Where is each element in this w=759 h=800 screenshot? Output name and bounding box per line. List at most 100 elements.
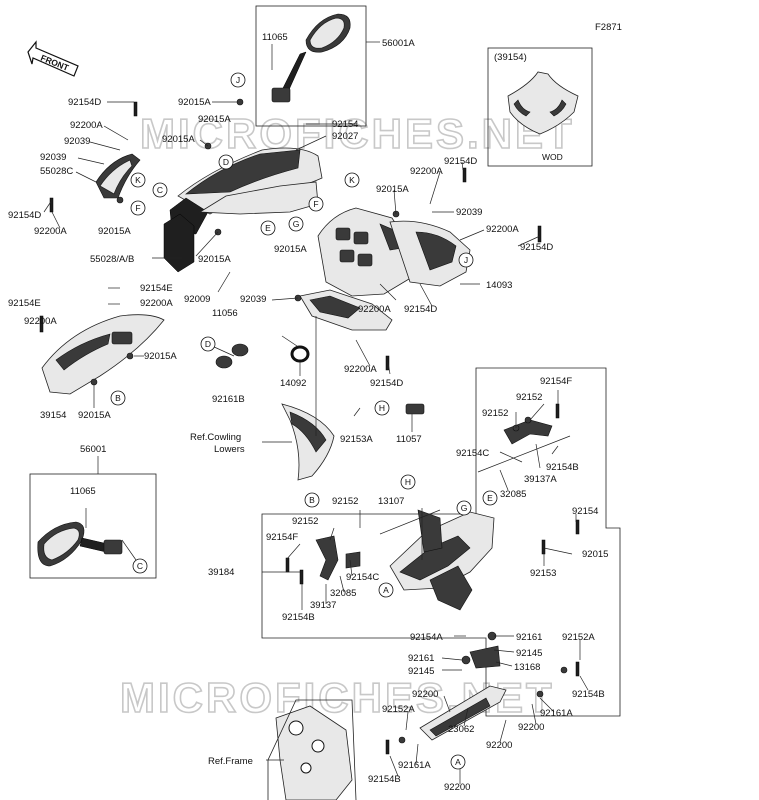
part-label: 39137 — [310, 600, 336, 611]
ref-frame-label: Ref.Frame — [208, 756, 253, 767]
part-label: 92154D — [68, 97, 101, 108]
part-label: 13107 — [378, 496, 404, 507]
part-label: 92153 — [530, 568, 556, 579]
upper-cowling-part — [169, 147, 323, 235]
part-label: 32085 — [500, 489, 526, 500]
watermark-top: MICROFICHES.NET — [140, 110, 575, 157]
part-label: 92154C — [456, 448, 489, 459]
part-label: 39184 — [208, 567, 234, 578]
part-label: 92161B — [212, 394, 245, 405]
part-label: 92039 — [40, 152, 66, 163]
part-label: 92154D — [444, 156, 477, 167]
windshield-caption: WOD — [542, 152, 563, 162]
mirror-left-part — [37, 521, 123, 567]
part-label: 92152A — [382, 704, 415, 715]
svg-text:G: G — [293, 219, 300, 229]
part-label: 92145 — [408, 666, 434, 677]
svg-text:E: E — [487, 493, 493, 503]
part-label: 92154B — [282, 612, 315, 623]
ref-letter-f2: F — [308, 196, 324, 212]
part-label: 92200A — [410, 166, 443, 177]
part-label: 92154C — [346, 572, 379, 583]
part-label: 55028/A/B — [90, 254, 134, 265]
grommet-part — [215, 343, 249, 369]
part-label: 92015A — [274, 244, 307, 255]
svg-text:B: B — [309, 495, 315, 505]
part-label: 92200A — [70, 120, 103, 131]
svg-text:K: K — [349, 175, 355, 185]
svg-text:H: H — [405, 477, 411, 487]
frame-part — [267, 699, 357, 800]
ref-letter-b1: B — [110, 390, 126, 406]
part-label: 92161A — [540, 708, 573, 719]
part-label: 92154B — [572, 689, 605, 700]
part-label: 56001A — [382, 38, 415, 49]
ref-letter-a1: A — [378, 582, 394, 598]
left-duct-part — [163, 213, 195, 273]
front-arrow-icon: FRONT — [27, 40, 79, 77]
left-side-cover-part — [95, 153, 141, 199]
ref-letter-k2: K — [344, 172, 360, 188]
ref-letter-h1: H — [374, 400, 390, 416]
part-label: 92154E — [8, 298, 41, 309]
part-label: 92015A — [376, 184, 409, 195]
svg-text:A: A — [383, 585, 389, 595]
part-label: 11057 — [396, 434, 422, 445]
ref-letter-g1: G — [288, 216, 304, 232]
svg-text:C: C — [157, 185, 163, 195]
part-label: 92039 — [64, 136, 90, 147]
diagram-code: F2871 — [595, 22, 622, 33]
part-label: 92200A — [344, 364, 377, 375]
part-label: 55028C — [40, 166, 73, 177]
part-label: 92154 — [332, 119, 358, 130]
svg-text:A: A — [455, 757, 461, 767]
mirror-top-part — [271, 13, 351, 103]
part-label: 92152 — [292, 516, 318, 527]
part-label: 14093 — [486, 280, 512, 291]
svg-text:K: K — [135, 175, 141, 185]
part-label: 92154E — [140, 283, 173, 294]
svg-text:H: H — [379, 403, 385, 413]
part-label: 92154A — [410, 632, 443, 643]
ref-letter-k1: K — [130, 172, 146, 188]
part-label: 92015A — [198, 254, 231, 265]
lower-center-part — [299, 289, 393, 331]
mirror-box-left — [29, 473, 157, 579]
part-label: 92154F — [266, 532, 298, 543]
svg-text:B: B — [115, 393, 121, 403]
leader-lines — [41, 101, 589, 784]
svg-text:E: E — [265, 223, 271, 233]
part-labels: 11065 56001A 92154D 92200A 92039 92039 5… — [8, 32, 608, 793]
part-label: 92015A — [144, 351, 177, 362]
part-label: 39137A — [524, 474, 557, 485]
part-label: 92039 — [456, 207, 482, 218]
part-label: 92154B — [368, 774, 401, 785]
part-label: 92154 — [572, 506, 598, 517]
svg-text:F: F — [313, 199, 318, 209]
ref-letter-j2: J — [458, 252, 474, 268]
part-label: 92152 — [482, 408, 508, 419]
part-label: 92200 — [412, 689, 438, 700]
clip-part — [405, 403, 425, 415]
part-label: 92039 — [240, 294, 266, 305]
part-label: 92161 — [408, 653, 434, 664]
part-label: 92009 — [184, 294, 210, 305]
part-label: 23062 — [448, 724, 474, 735]
ref-letter-g2: G — [456, 500, 472, 516]
part-label: 92200A — [34, 226, 67, 237]
part-label: 39154 — [40, 410, 66, 421]
ref-letter-c2: C — [132, 558, 148, 574]
part-label: 92015A — [162, 134, 195, 145]
part-label: 92161A — [398, 760, 431, 771]
part-label: 92200 — [518, 722, 544, 733]
ref-letter-c1: C — [152, 182, 168, 198]
part-label: 92015A — [198, 114, 231, 125]
part-label: 92145 — [516, 648, 542, 659]
part-label: 92027 — [332, 131, 358, 142]
ref-letter-d2: D — [200, 336, 216, 352]
part-label: 92015 — [582, 549, 608, 560]
svg-text:D: D — [223, 157, 229, 167]
ref-letter-j1: J — [230, 72, 246, 88]
part-label: 11065 — [70, 486, 96, 497]
svg-text:D: D — [205, 339, 211, 349]
